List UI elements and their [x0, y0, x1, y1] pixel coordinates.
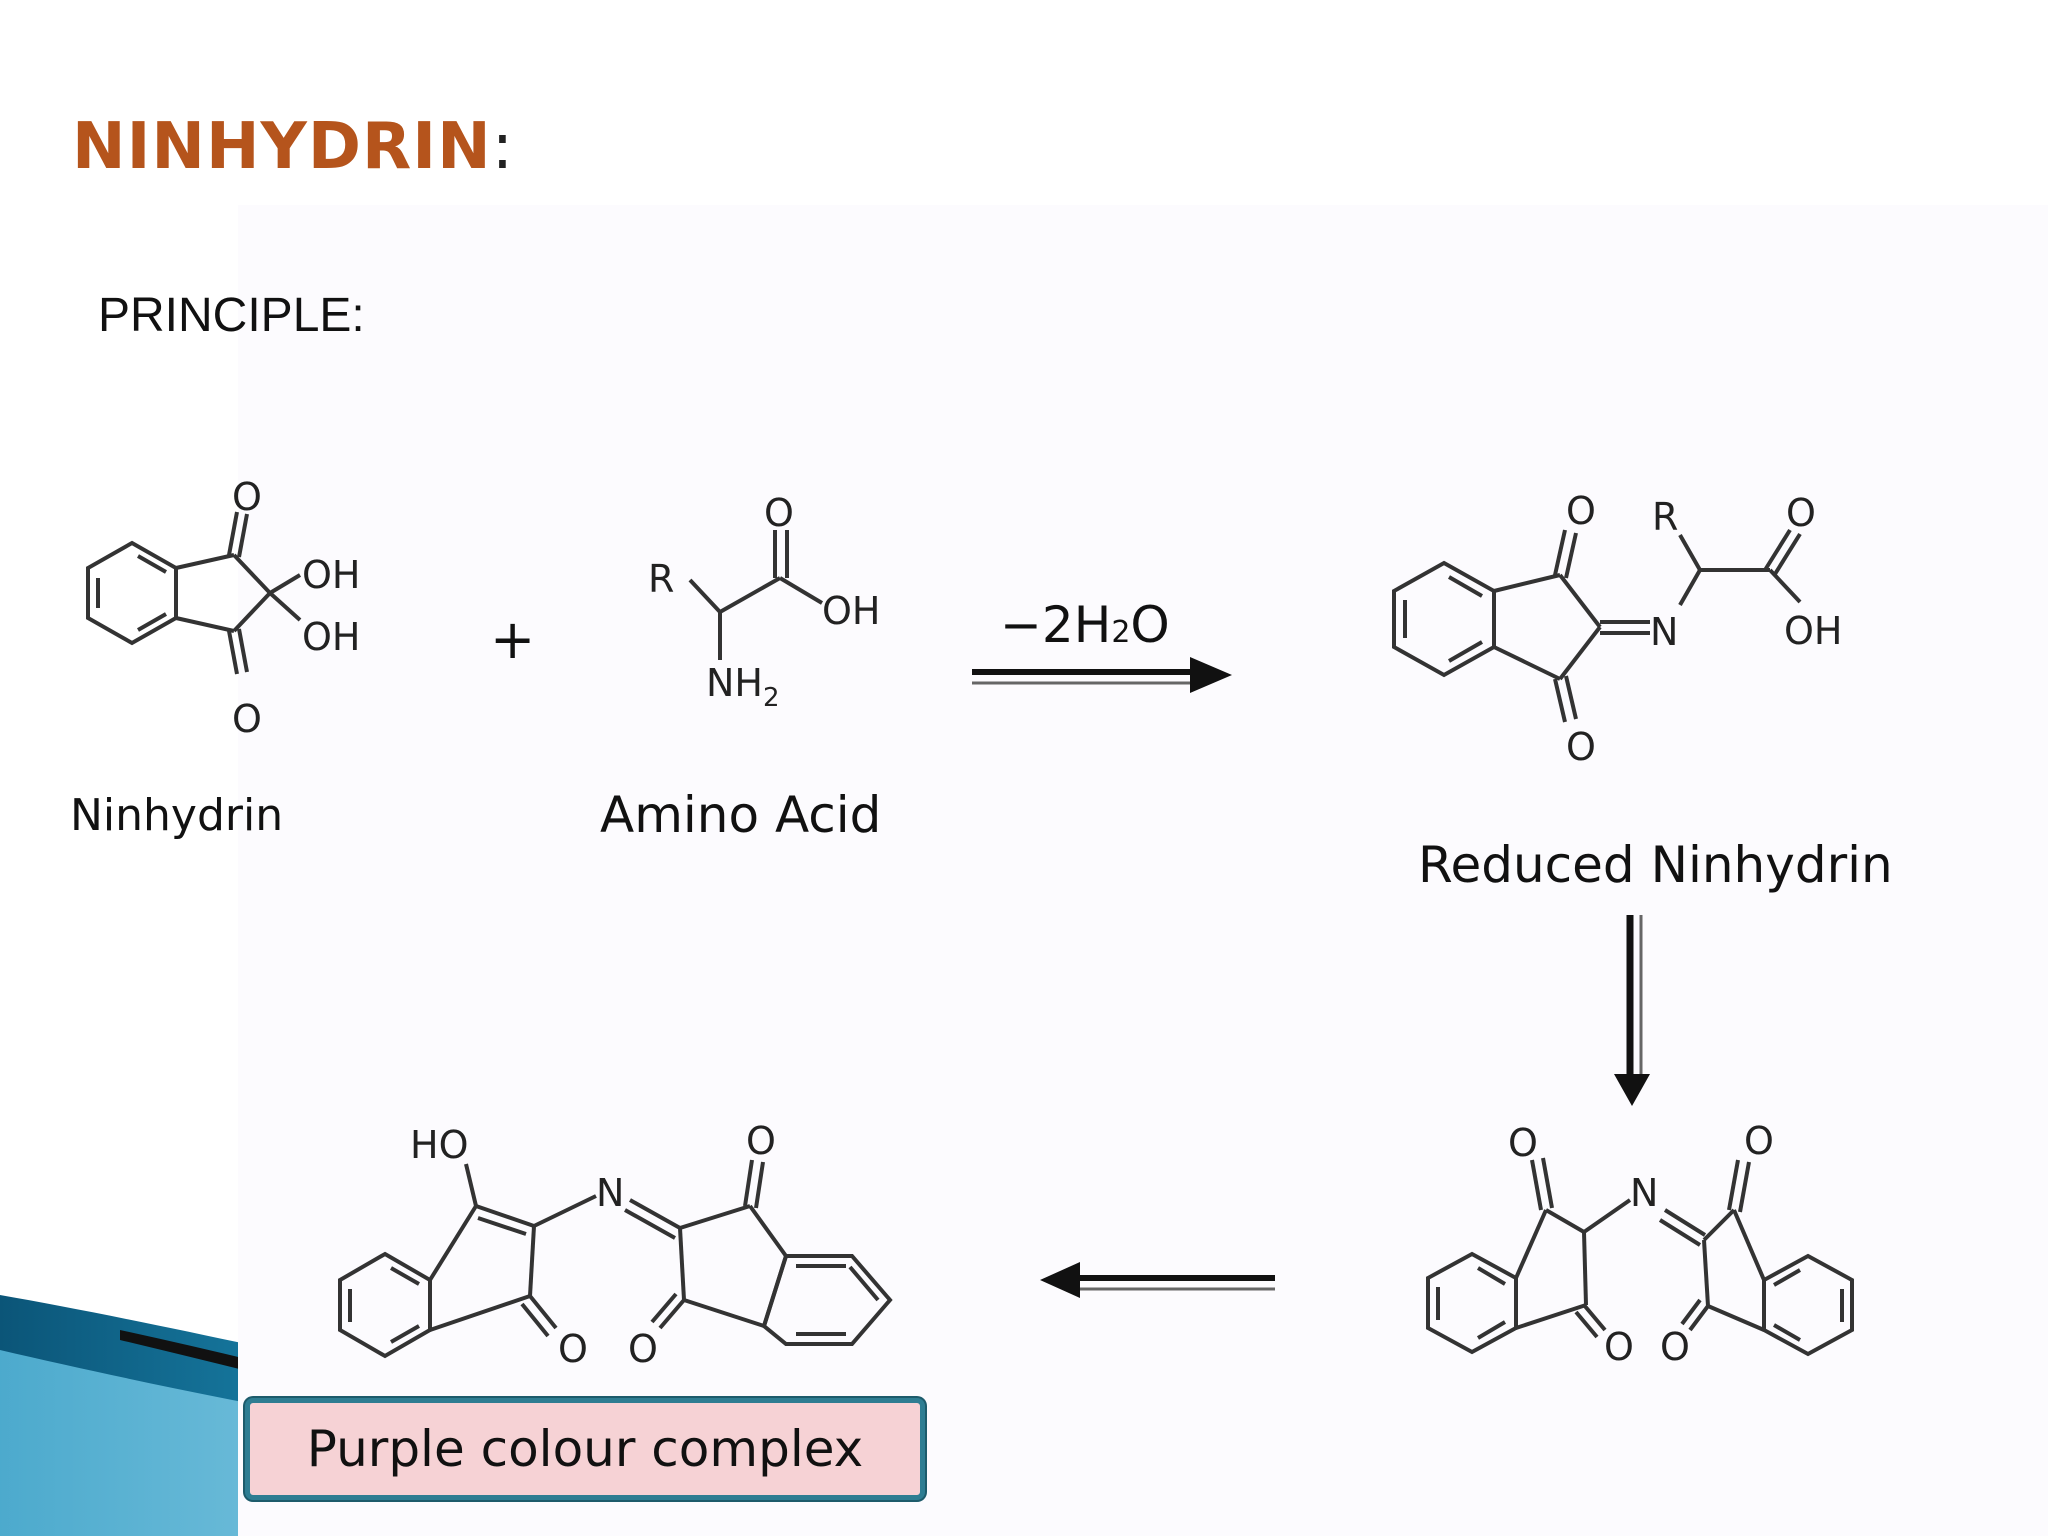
page-title: NINHYDRIN: — [72, 110, 514, 184]
atom-n: N — [596, 1171, 624, 1215]
ninhydrin-structure: O O OH OH — [86, 475, 360, 741]
atom-oh: OH — [302, 553, 360, 597]
atom-r: R — [648, 557, 674, 601]
plus-sign: + — [490, 608, 536, 671]
water-loss-label: −2H2O — [1000, 596, 1170, 654]
atom-o: O — [1566, 725, 1596, 769]
section-heading: PRINCIPLE: — [98, 289, 365, 342]
atom-o: O — [1508, 1121, 1538, 1165]
atom-oh: OH — [302, 615, 360, 659]
atom-n: N — [1650, 610, 1678, 654]
atom-nh: NH2 — [706, 661, 780, 713]
purple-complex-label: Purple colour complex — [306, 1420, 864, 1478]
title-colon: : — [491, 110, 515, 184]
label-ninhydrin: Ninhydrin — [70, 790, 284, 841]
atom-o: O — [232, 697, 262, 741]
atom-r: R — [1652, 495, 1678, 539]
reaction-panel — [238, 205, 2048, 1536]
forward-arrow — [972, 657, 1232, 693]
reduced-ninhydrin-structure: O O R N O OH — [1392, 489, 1842, 769]
amino-acid-structure: R O OH NH2 — [648, 491, 880, 713]
label-reduced-ninhydrin: Reduced Ninhydrin — [1418, 836, 1893, 894]
atom-o: O — [232, 475, 262, 519]
title-text: NINHYDRIN — [72, 110, 492, 184]
backward-arrow — [1040, 1262, 1275, 1298]
atom-o: O — [1660, 1325, 1690, 1369]
atom-oh: OH — [822, 589, 880, 633]
atom-o: O — [746, 1119, 776, 1163]
atom-n: N — [1630, 1171, 1658, 1215]
atom-oh: OH — [1784, 609, 1842, 653]
label-amino-acid: Amino Acid — [600, 786, 882, 844]
atom-ho: HO — [410, 1123, 468, 1167]
down-arrow — [1614, 915, 1650, 1106]
atom-o: O — [1604, 1325, 1634, 1369]
intermediate-structure: O O N O O — [1426, 1119, 1854, 1369]
atom-o: O — [1786, 491, 1816, 535]
atom-o: O — [628, 1327, 658, 1371]
purple-complex-label-box: Purple colour complex — [245, 1398, 925, 1500]
atom-o: O — [764, 491, 794, 535]
atom-o: O — [1744, 1119, 1774, 1163]
atom-o: O — [1566, 489, 1596, 533]
purple-complex-structure: HO O N O O — [338, 1119, 893, 1371]
atom-o: O — [558, 1327, 588, 1371]
